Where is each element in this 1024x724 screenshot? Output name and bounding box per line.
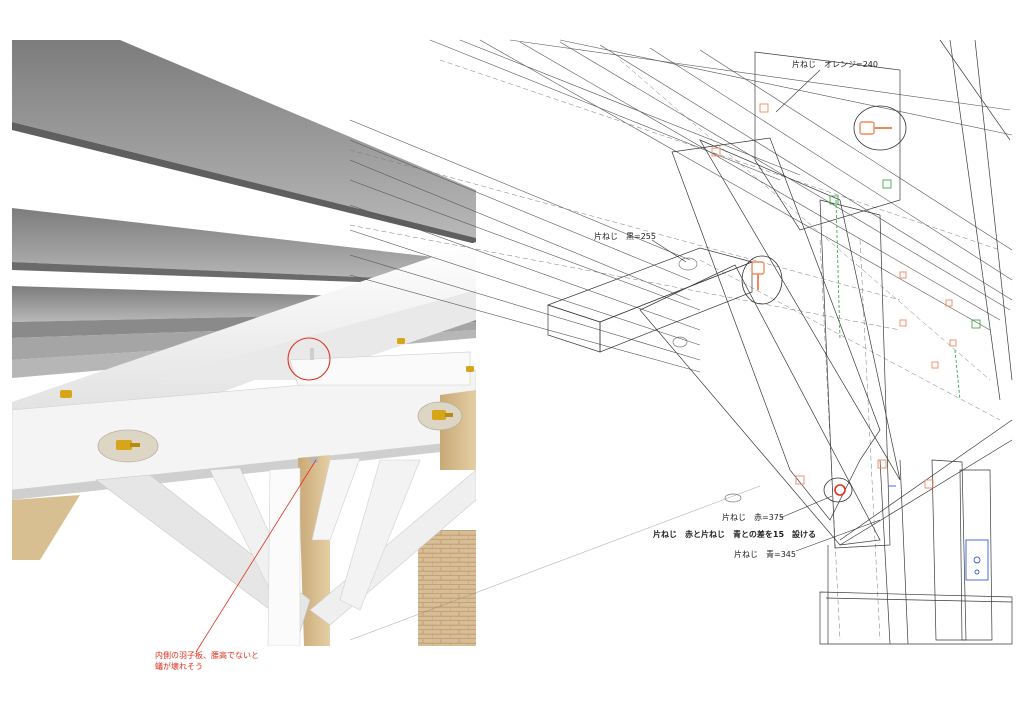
bolt-right-icon — [432, 410, 453, 420]
label-bolt-black: 片ねじ 黒=255 — [594, 232, 656, 241]
label-bolt-red: 片ねじ 赤=375 — [722, 513, 784, 522]
bolt-small-1-icon — [60, 390, 72, 398]
bolt-left-icon — [116, 440, 140, 450]
bolt-small-2-icon — [397, 338, 405, 344]
wireframe-brace — [839, 439, 1013, 546]
inclined-beam-face — [150, 290, 476, 380]
rendered-view — [12, 40, 476, 646]
brace-center — [311, 457, 361, 541]
bolt-ring-red — [823, 477, 853, 503]
left-post — [12, 495, 80, 560]
annotation-circle — [287, 337, 331, 381]
wireframe-bolts — [672, 103, 989, 581]
bolt-ring-orange-top — [853, 105, 907, 151]
wireframe-hidden-lines — [349, 59, 1001, 641]
note-line-2: 蟻が壊れそう — [155, 662, 203, 671]
leader-orange — [775, 69, 821, 113]
wireframe-sill — [819, 591, 1013, 645]
rafter-2-edge — [12, 262, 476, 286]
bolt-orange-top-icon — [859, 121, 892, 135]
bolt-grey-icons — [672, 257, 742, 503]
bolt-red-icon — [834, 484, 846, 496]
note-line-1: 内側の羽子板、腰高でないと — [155, 651, 259, 660]
leader-blue — [795, 519, 881, 552]
bolt-small-3-icon — [466, 366, 474, 372]
bolt-green-icons — [829, 179, 981, 401]
label-bolt-orange: 片ねじ オレンジ=240 — [792, 60, 878, 69]
brick-wall — [418, 530, 476, 646]
white-post — [267, 467, 301, 646]
bolt-small-5-icon — [310, 457, 318, 463]
bolt-blue-icons — [888, 485, 989, 581]
rafter-1-edge — [12, 122, 476, 244]
label-bolt-difference: 片ねじ 赤と片ねじ 青との差を15 設ける — [653, 530, 817, 539]
cross-piece — [289, 351, 471, 386]
brace-right-inner — [339, 459, 421, 611]
label-leaders — [349, 69, 881, 641]
leader-faint — [349, 485, 761, 641]
rafter-1 — [12, 40, 476, 238]
leader-black — [651, 239, 687, 263]
leader-red — [779, 495, 833, 519]
bolt-ring-orange-mid — [741, 255, 783, 305]
label-bolt-blue: 片ねじ 青=345 — [734, 550, 796, 559]
wireframe-posts — [827, 39, 1013, 645]
bolt-orange-small-icons — [711, 103, 957, 489]
rafter-2 — [12, 208, 476, 282]
bolt-small-4-icon — [310, 348, 314, 360]
annotation-leader-line — [195, 459, 317, 653]
brace-left — [95, 474, 311, 633]
bolt-orange-mid-icon — [751, 261, 765, 290]
wireframe-plates — [639, 51, 901, 549]
